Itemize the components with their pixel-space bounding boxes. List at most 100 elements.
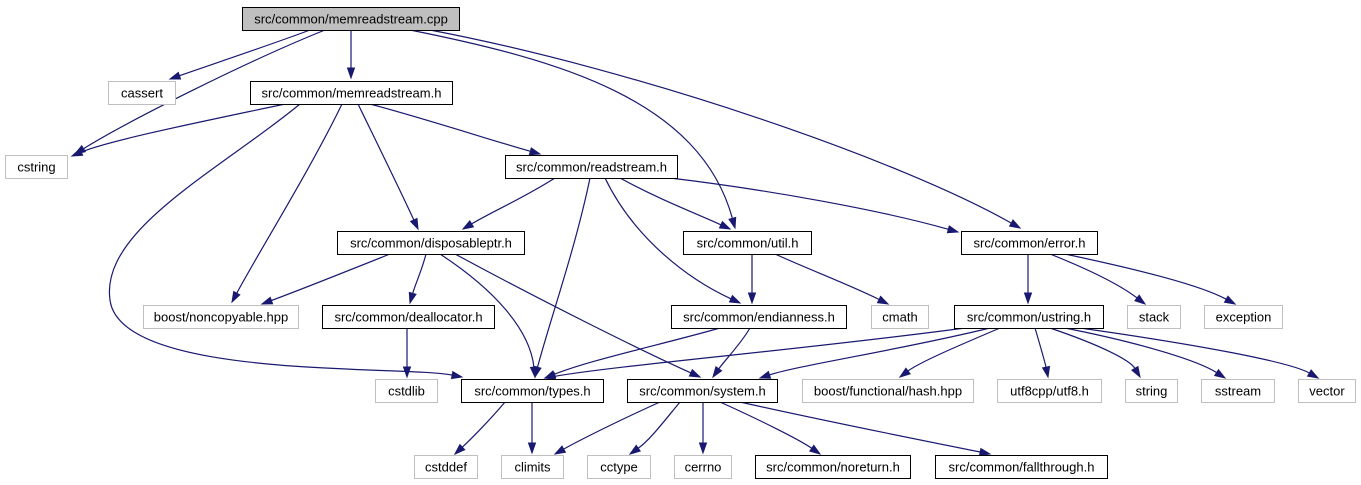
node-memreadstream_cpp[interactable]: src/common/memreadstream.cpp [242, 7, 460, 31]
edge-memreadstream_h-to-noncopyable [231, 103, 343, 304]
edge-ustring_h-to-sstream [1064, 327, 1227, 379]
node-box [1204, 305, 1283, 329]
node-exception[interactable]: exception [1204, 305, 1283, 329]
edge-line [271, 253, 391, 302]
node-noreturn_h[interactable]: src/common/noreturn.h [755, 455, 911, 479]
node-sstream[interactable]: sstream [1201, 379, 1275, 403]
edge-line [619, 177, 722, 226]
edge-line [719, 401, 813, 449]
node-box [143, 305, 299, 329]
edge-disposableptr_h-to-system_h [454, 253, 702, 378]
edge-arrowhead [978, 447, 992, 457]
edge-arrowhead [409, 217, 419, 231]
node-climits[interactable]: climits [501, 455, 564, 479]
node-label: vector [1309, 384, 1345, 399]
node-box [997, 379, 1102, 403]
node-box [505, 155, 678, 179]
edge-arrowhead [1213, 368, 1227, 379]
node-cerrno[interactable]: cerrno [674, 455, 732, 479]
node-label: stack [1139, 310, 1170, 325]
node-cassert[interactable]: cassert [108, 81, 176, 105]
node-string[interactable]: string [1125, 379, 1178, 403]
edge-line [429, 29, 1012, 224]
edge-line [471, 177, 556, 225]
edge-line [907, 327, 1001, 372]
edge-arrowhead [543, 372, 557, 381]
node-disposableptr_h[interactable]: src/common/disposableptr.h [337, 231, 525, 255]
node-box [871, 305, 929, 329]
edge-readstream_h-to-error_h [669, 177, 960, 234]
edge-arrowhead [260, 296, 274, 305]
node-label: sstream [1215, 384, 1261, 399]
node-system_h[interactable]: src/common/system.h [627, 379, 778, 403]
edge-line [1034, 327, 1047, 368]
node-utf8_h[interactable]: utf8cpp/utf8.h [997, 379, 1102, 403]
node-memreadstream_h[interactable]: src/common/memreadstream.h [250, 81, 453, 105]
edge-line [604, 177, 732, 300]
node-box [250, 81, 453, 105]
node-cmath[interactable]: cmath [871, 305, 929, 329]
node-noncopyable[interactable]: boost/noncopyable.hpp [143, 305, 299, 329]
edge-arrowhead [461, 220, 475, 230]
edge-arrowhead [528, 147, 542, 156]
node-box [1125, 379, 1178, 403]
node-error_h[interactable]: src/common/error.h [961, 231, 1098, 255]
edge-line [83, 29, 326, 150]
edge-types_h-to-cstddef [453, 401, 506, 456]
node-stack[interactable]: stack [1127, 305, 1181, 329]
edge-endianness_h-to-system_h [712, 327, 751, 379]
edge-arrowhead [527, 442, 537, 455]
edge-readstream_h-to-util_h [619, 177, 732, 230]
edge-ustring_h-to-hash_hpp [898, 327, 1001, 378]
node-deallocator_h[interactable]: src/common/deallocator.h [322, 305, 495, 329]
node-box [242, 7, 460, 31]
edge-line [769, 327, 991, 376]
node-cstring[interactable]: cstring [5, 155, 68, 179]
node-types_h[interactable]: src/common/types.h [461, 379, 604, 403]
node-box [674, 455, 732, 479]
node-box [1298, 379, 1356, 403]
edge-system_h-to-fallthrough_h [739, 401, 992, 457]
edge-arrowhead [450, 370, 464, 380]
node-util_h[interactable]: src/common/util.h [683, 231, 812, 255]
node-vector[interactable]: vector [1298, 379, 1356, 403]
node-box [108, 81, 176, 105]
edge-line [236, 103, 343, 294]
edge-line [554, 327, 721, 375]
node-label: src/common/readstream.h [516, 160, 667, 175]
node-hash_hpp[interactable]: boost/functional/hash.hpp [802, 379, 974, 403]
edge-line [1049, 327, 1136, 369]
node-label: boost/noncopyable.hpp [154, 310, 288, 325]
edge-arrowhead [698, 442, 708, 455]
edge-memreadstream_cpp-to-cassert [168, 29, 311, 80]
edge-line [461, 401, 506, 448]
edge-line [369, 103, 531, 152]
node-label: cmath [882, 310, 917, 325]
edge-arrowhead [898, 367, 911, 378]
node-box [961, 231, 1098, 255]
node-box [337, 231, 525, 255]
node-cstddef[interactable]: cstddef [414, 455, 478, 479]
node-cctype[interactable]: cctype [587, 455, 651, 479]
edge-line [1079, 327, 1310, 374]
node-ustring_h[interactable]: src/common/ustring.h [954, 305, 1104, 329]
edge-line [739, 401, 981, 453]
edge-readstream_h-to-types_h [533, 177, 591, 379]
edge-arrowhead [728, 216, 737, 230]
edge-readstream_h-to-endianness_h [604, 177, 742, 304]
edge-arrowhead [402, 366, 412, 379]
node-fallthrough_h[interactable]: src/common/fallthrough.h [935, 455, 1108, 479]
node-readstream_h[interactable]: src/common/readstream.h [505, 155, 678, 179]
node-endianness_h[interactable]: src/common/endianness.h [671, 305, 847, 329]
node-cstdlib[interactable]: cstdlib [375, 379, 438, 403]
node-box [1201, 379, 1275, 403]
node-label: string [1136, 384, 1168, 399]
edge-system_h-to-noreturn_h [719, 401, 822, 455]
node-box [954, 305, 1104, 329]
edge-memreadstream_h-to-cstring [70, 103, 286, 157]
node-label: src/common/error.h [974, 236, 1086, 251]
edges-layer [70, 29, 1320, 457]
node-label: boost/functional/hash.hpp [814, 384, 962, 399]
edge-arrowhead [1008, 219, 1022, 229]
node-box [587, 455, 651, 479]
